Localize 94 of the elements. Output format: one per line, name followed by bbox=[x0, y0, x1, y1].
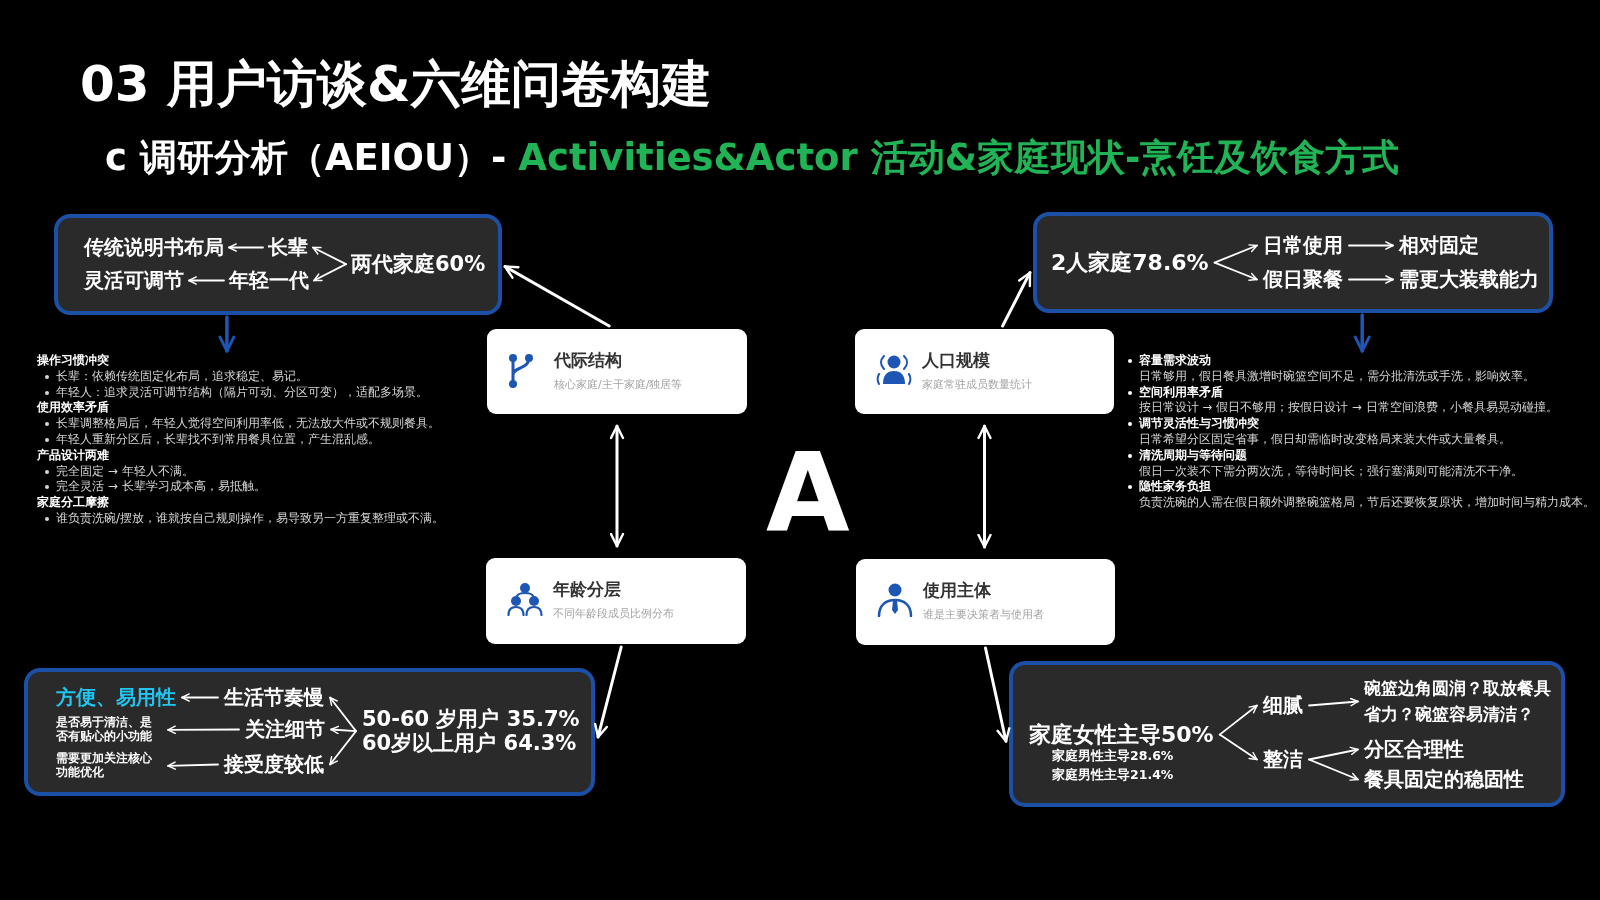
note-heading: 隐性家务负担 bbox=[1126, 479, 1211, 496]
need-label: 碗篮边角圆润？取放餐具省力？碗篮容易清洁？ bbox=[1364, 676, 1556, 727]
stat-label: 2人家庭78.6% bbox=[1051, 250, 1209, 276]
stat-label: 两代家庭60% bbox=[351, 252, 486, 277]
arrow bbox=[313, 263, 347, 282]
need-label: 相对固定 bbox=[1399, 234, 1479, 257]
note-heading: 容量需求波动 bbox=[1126, 353, 1211, 369]
card-subtitle: 核心家庭/主干家庭/独居等 bbox=[554, 379, 683, 392]
arrow bbox=[330, 725, 357, 735]
summary-panel bbox=[54, 214, 502, 315]
stat-label: 50-60 岁用户 35.7% bbox=[362, 707, 580, 732]
summary-panel bbox=[1009, 661, 1565, 807]
note-item: 日常希望分区固定省事，假日却需临时改变格局来装大件或大量餐具。 bbox=[1138, 432, 1511, 448]
need-label: 方便、易用性 bbox=[56, 686, 176, 709]
note-item: 按日常设计 → 假日不够用；按假日设计 → 日常空间浪费，小餐具易晃动碰撞。 bbox=[1138, 400, 1558, 416]
trait-label: 生活节奏慢 bbox=[224, 686, 324, 709]
arrow bbox=[228, 243, 264, 252]
category-card bbox=[855, 329, 1114, 414]
arrow bbox=[312, 246, 347, 265]
trait-label: 关注细节 bbox=[245, 718, 325, 741]
user-group-label: 年轻一代 bbox=[229, 269, 309, 292]
arrow bbox=[329, 696, 357, 732]
arrow bbox=[1308, 746, 1359, 761]
note-heading: 空间利用率矛盾 bbox=[1126, 384, 1223, 401]
note-item: 长辈：依赖传统固定化布局，追求稳定、易记。 bbox=[37, 368, 308, 385]
need-label: 餐具固定的稳固性 bbox=[1364, 768, 1524, 791]
note-heading: 产品设计两难 bbox=[37, 447, 109, 464]
double-arrow bbox=[609, 424, 625, 548]
card-title: 使用主体 bbox=[923, 581, 991, 601]
need-label: 分区合理性 bbox=[1364, 738, 1464, 761]
note-heading: 清洗周期与等待问题 bbox=[1126, 447, 1247, 464]
card-title: 年龄分层 bbox=[553, 580, 621, 600]
need-label: 是否易于清洁、是否有贴心的小功能 bbox=[56, 716, 162, 744]
arrow bbox=[167, 725, 240, 735]
arrow bbox=[1308, 758, 1359, 781]
arrow bbox=[503, 265, 611, 328]
arrow bbox=[218, 315, 236, 353]
note-item: 负责洗碗的人需在假日额外调整碗篮格局，节后还要恢复原状，增加时间与精力成本。 bbox=[1138, 495, 1595, 511]
card-title: 人口规模 bbox=[922, 351, 990, 371]
section-subtitle: c 调研分析（AEIOU）- bbox=[105, 137, 507, 180]
note-item: 假日一次装不下需分两次洗，等待时间长；强行塞满则可能清洗不干净。 bbox=[1138, 463, 1523, 479]
card-subtitle: 谁是主要决策者与使用者 bbox=[923, 609, 1044, 622]
arrow bbox=[1348, 275, 1394, 284]
topic-subtitle: Activities&Actor 活动&家庭现状-烹饪及饮食方式 bbox=[518, 137, 1400, 180]
arrow bbox=[181, 693, 219, 702]
arrow bbox=[1218, 733, 1258, 761]
summary-panel bbox=[24, 668, 595, 796]
note-heading: 调节灵活性与习惯冲突 bbox=[1126, 416, 1259, 432]
note-heading: 操作习惯冲突 bbox=[37, 353, 109, 369]
stat-label: 家庭女性主导50% bbox=[1029, 722, 1214, 748]
need-label: 需要更加关注核心功能优化 bbox=[56, 752, 162, 780]
note-item: 谁负责洗碗/摆放，谁就按自己规则操作，易导致另一方重复整理或不满。 bbox=[37, 510, 445, 527]
scenario-label: 假日聚餐 bbox=[1263, 268, 1343, 291]
arrow bbox=[594, 645, 623, 739]
card-subtitle: 家庭常驻成员数量统计 bbox=[922, 379, 1032, 392]
arrow bbox=[1213, 261, 1258, 281]
stat-label: 60岁以上用户 64.3% bbox=[362, 731, 577, 756]
arrow bbox=[1353, 313, 1371, 353]
note-item: 年轻人重新分区后，长辈找不到常用餐具位置，产生混乱感。 bbox=[37, 432, 380, 448]
arrow bbox=[1213, 244, 1258, 264]
arrow bbox=[1218, 704, 1258, 736]
stat-label: 家庭男性主导28.6% bbox=[1052, 747, 1174, 766]
note-heading: 使用效率矛盾 bbox=[37, 400, 109, 417]
arrow bbox=[167, 761, 219, 770]
design-direction-label: 传统说明书布局 bbox=[84, 236, 224, 259]
section-letter: A bbox=[766, 439, 850, 547]
slide-title: 03 用户访谈&六维问卷构建 bbox=[80, 56, 711, 114]
arrow bbox=[1308, 697, 1359, 707]
arrow bbox=[1348, 241, 1394, 250]
double-arrow bbox=[977, 424, 992, 549]
category-card bbox=[856, 559, 1115, 645]
trait-label: 接受度较低 bbox=[224, 753, 324, 776]
trait-label: 细腻 bbox=[1263, 694, 1303, 717]
card-subtitle: 不同年龄段成员比例分布 bbox=[553, 608, 674, 621]
design-direction-label: 灵活可调节 bbox=[84, 269, 184, 292]
note-heading: 家庭分工摩擦 bbox=[37, 495, 109, 511]
category-card bbox=[486, 558, 746, 644]
summary-panel bbox=[1033, 212, 1553, 313]
arrow bbox=[1001, 271, 1032, 328]
note-item: 日常够用，假日餐具激增时碗篮空间不足，需分批清洗或手洗，影响效率。 bbox=[1138, 368, 1535, 385]
user-group-label: 长辈 bbox=[268, 236, 308, 259]
scenario-label: 日常使用 bbox=[1263, 234, 1343, 257]
note-item: 完全固定 → 年轻人不满。 bbox=[37, 463, 194, 480]
trait-label: 整洁 bbox=[1263, 748, 1303, 771]
card-title: 代际结构 bbox=[554, 351, 622, 371]
arrow bbox=[984, 646, 1011, 743]
note-item: 完全灵活 → 长辈学习成本高，易抵触。 bbox=[37, 479, 266, 496]
note-item: 长辈调整格局后，年轻人觉得空间利用率低，无法放大件或不规则餐具。 bbox=[37, 416, 440, 432]
stat-label: 家庭男性主导21.4% bbox=[1052, 766, 1174, 785]
category-card bbox=[487, 329, 747, 414]
note-item: 年轻人：追求灵活可调节结构（隔片可动、分区可变），适配多场景。 bbox=[37, 384, 428, 401]
arrow bbox=[329, 730, 357, 766]
need-label: 需更大装载能力 bbox=[1399, 268, 1539, 291]
arrow bbox=[188, 276, 225, 285]
